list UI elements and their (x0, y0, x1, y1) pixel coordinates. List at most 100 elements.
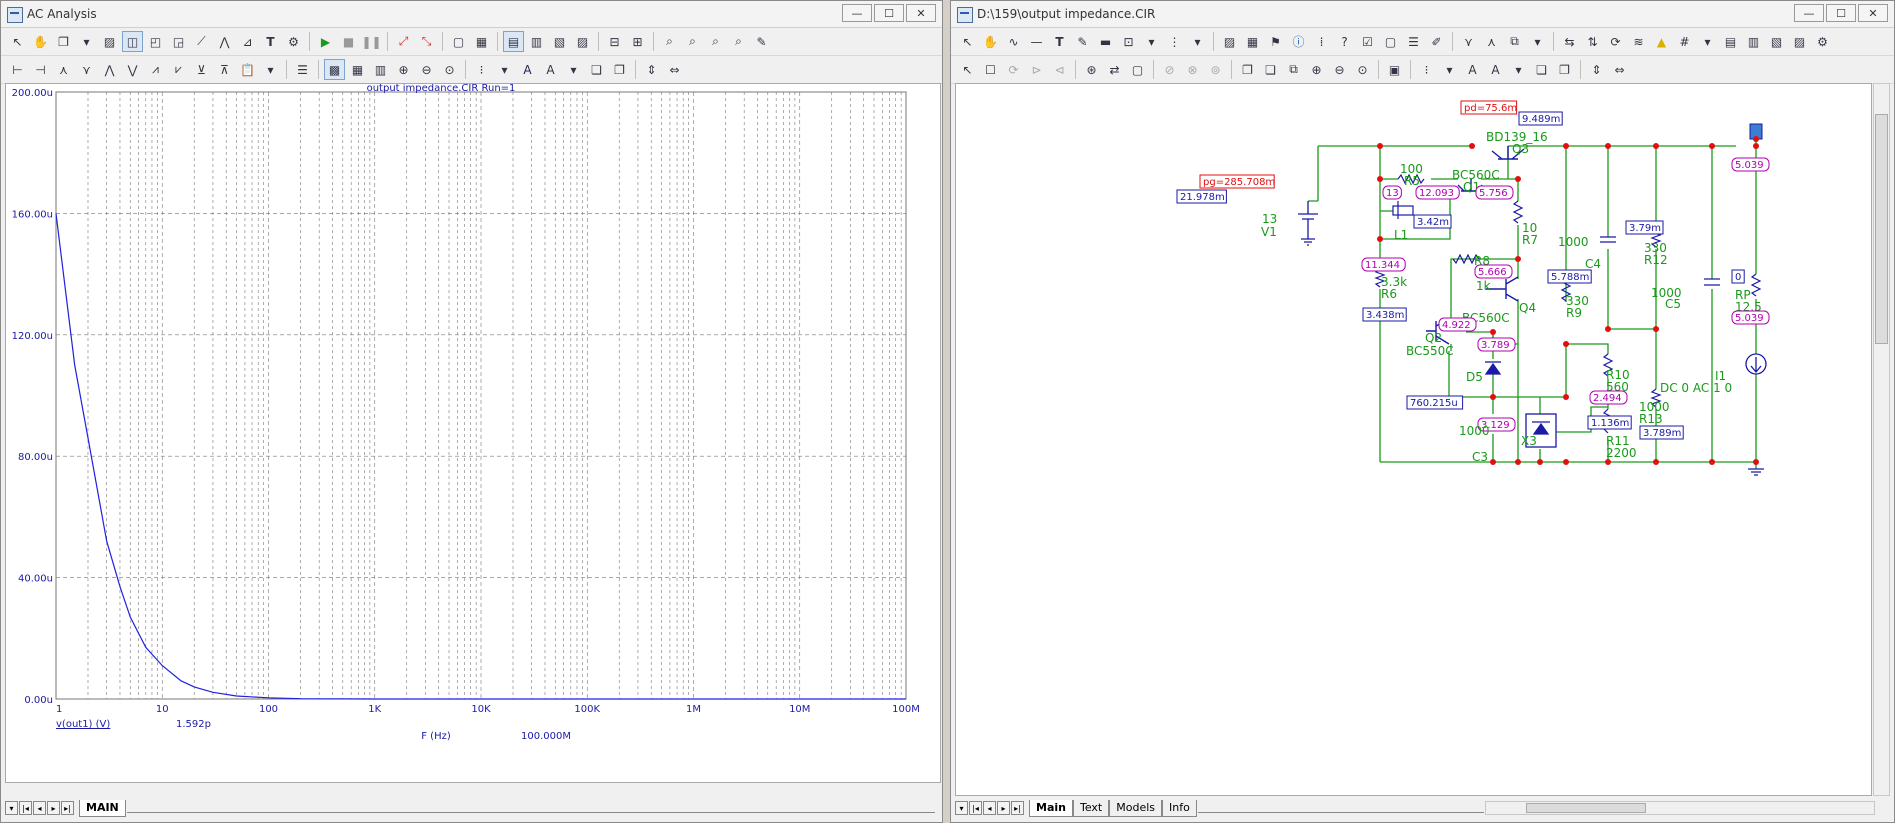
clipboard-dropdown-icon[interactable]: ▾ (267, 62, 274, 77)
settings-icon[interactable]: ✎ (756, 34, 767, 49)
font-dropdown-icon[interactable]: ▾ (1515, 62, 1522, 77)
transistor-symbols[interactable] (1426, 146, 1525, 345)
grid-icon[interactable]: ▦ (475, 34, 488, 49)
window-icon[interactable]: ▢ (452, 34, 465, 49)
flip-icon[interactable]: ⇅ (1587, 34, 1598, 49)
cursor-mode-9-icon[interactable]: ⊻ (197, 62, 206, 77)
trace-v-out1[interactable] (55, 213, 906, 700)
cursor-mode-1-icon[interactable]: ⊢ (12, 62, 23, 77)
auto-scale-icon[interactable]: ◲ (172, 34, 185, 49)
find-all-icon[interactable]: ⌕ (735, 34, 742, 48)
step-1-icon[interactable]: ⊳ (1031, 62, 1042, 77)
value-readout[interactable]: 12.093 (1419, 188, 1454, 199)
value-readout[interactable]: pg=285.708m (1203, 177, 1275, 188)
value-readout[interactable]: 9.489m (1522, 114, 1560, 125)
font-size-icon[interactable]: A (1491, 62, 1500, 77)
cancel-circle-icon[interactable]: ⊗ (1187, 62, 1198, 77)
prev-tab-icon[interactable]: ◂ (33, 801, 46, 815)
component-icon[interactable]: ⊡ (1123, 34, 1134, 49)
find-replace-icon[interactable]: ⇄ (1109, 62, 1120, 77)
current-source-i1-icon[interactable] (1745, 353, 1767, 375)
copy-icon[interactable]: ❐ (58, 34, 69, 49)
find-next-icon[interactable]: ⌕ (689, 34, 696, 48)
picture-icon[interactable]: ▨ (1223, 34, 1236, 49)
align-icon[interactable]: ⁝ (1424, 62, 1429, 77)
scale-icon[interactable]: ◫ (122, 31, 143, 52)
last-tab-icon[interactable]: ▸| (1011, 801, 1024, 815)
zoom-in-icon[interactable]: ⊕ (1311, 62, 1322, 77)
minimize-button[interactable]: — (842, 4, 872, 22)
duplicate-icon[interactable]: ⧉ (1289, 62, 1298, 76)
value-readout[interactable]: 21.978m (1180, 192, 1225, 203)
paste-icon[interactable]: ❏ (1265, 62, 1276, 77)
tab-main[interactable]: MAIN (79, 799, 126, 817)
properties-icon[interactable]: ⚙ (288, 34, 299, 49)
close-button[interactable]: ✕ (906, 4, 936, 22)
info-icon[interactable]: ⓘ (1292, 35, 1305, 49)
flip-horizontal-icon[interactable]: ⇔ (669, 62, 680, 77)
line-icon[interactable]: — (1030, 34, 1043, 49)
value-readout[interactable]: 3.438m (1366, 310, 1404, 321)
font-dropdown-icon[interactable]: ▾ (570, 62, 577, 77)
cursor-mode-6-icon[interactable]: ⋁ (127, 62, 138, 77)
stop-circle-icon[interactable]: ⊘ (1164, 62, 1175, 77)
value-readout[interactable]: 760.215u (1410, 398, 1458, 409)
flip-vertical-icon[interactable]: ⇕ (646, 62, 657, 77)
properties-icon[interactable]: ⚙ (1817, 34, 1828, 49)
check-icon[interactable]: ☑ (1362, 34, 1373, 49)
select-arrow-icon[interactable]: ↖ (962, 34, 973, 49)
group-icon[interactable]: ❏ (591, 62, 602, 77)
value-readout[interactable]: 5.788m (1551, 272, 1589, 283)
table-icon[interactable]: ▦ (1246, 34, 1259, 49)
zoom-window-icon[interactable]: ◰ (149, 34, 162, 49)
pause-icon[interactable]: ❚❚ (361, 34, 382, 49)
window-icon[interactable]: ▢ (1384, 34, 1397, 49)
horizontal-scrollbar[interactable] (1485, 801, 1875, 815)
warning-icon[interactable]: ▲ (1656, 34, 1667, 49)
pan-hand-icon[interactable]: ✋ (983, 34, 998, 49)
probe-dropdown-icon[interactable]: ▾ (1534, 34, 1541, 49)
zoom-fit-icon[interactable]: ⊙ (1357, 62, 1368, 77)
value-readout[interactable]: 13 (1386, 188, 1399, 199)
probe-3-icon[interactable]: ⧉ (1510, 34, 1519, 48)
layout-4-icon[interactable]: ▨ (576, 34, 589, 49)
box-icon[interactable]: ☐ (985, 62, 996, 77)
value-readout[interactable]: 4.922 (1442, 320, 1471, 331)
layout-3-icon[interactable]: ▧ (553, 34, 566, 49)
value-readout[interactable]: 11.344 (1365, 260, 1400, 271)
find-icon[interactable]: ⌕ (666, 34, 673, 48)
horizontal-scroll-thumb[interactable] (1526, 803, 1646, 813)
value-readout[interactable]: 5.666 (1478, 267, 1507, 278)
value-readout[interactable]: 3.79m (1629, 223, 1661, 234)
probe-2-icon[interactable]: ⋏ (1487, 34, 1496, 49)
cursor-mode-3-icon[interactable]: ⋏ (59, 62, 68, 77)
text-tool-icon[interactable]: T (1055, 34, 1064, 49)
ungroup-icon[interactable]: ❐ (614, 62, 625, 77)
clipboard-icon[interactable]: 📋 (240, 62, 255, 77)
value-readout[interactable]: 3.42m (1417, 217, 1449, 228)
next-tab-icon[interactable]: ▸ (997, 801, 1010, 815)
dropdown-icon[interactable]: ▾ (83, 34, 90, 49)
step-2-icon[interactable]: ⊲ (1054, 62, 1065, 77)
stop-icon[interactable]: ■ (342, 34, 355, 49)
zoom-out-icon[interactable]: ⊖ (1334, 62, 1345, 77)
select-arrow-icon[interactable]: ↖ (12, 34, 23, 49)
cursor-mode-4-icon[interactable]: ⋎ (82, 62, 91, 77)
align-icon[interactable]: ⁝ (479, 62, 484, 77)
pencil-icon[interactable]: ✎ (1077, 34, 1088, 49)
tab-menu-icon[interactable]: ▾ (955, 801, 968, 815)
value-readout[interactable]: pd=75.6m (1464, 103, 1517, 114)
diode-d5-icon[interactable] (1484, 361, 1502, 375)
grid-icon[interactable]: # (1679, 34, 1690, 49)
wire-icon[interactable]: ∿ (1008, 34, 1019, 49)
rotate-icon[interactable]: ⟳ (1610, 34, 1621, 49)
cursor-icon[interactable]: ↖ (962, 62, 973, 77)
cursor-mode-5-icon[interactable]: ⋀ (104, 62, 115, 77)
value-readout[interactable]: 5.756 (1479, 188, 1508, 199)
find-prev-icon[interactable]: ⌕ (712, 34, 719, 48)
inductor-l1-icon[interactable] (1392, 201, 1414, 219)
cursor-mode-8-icon[interactable]: ⩗ (175, 62, 182, 76)
run-icon[interactable]: ▶ (320, 34, 331, 49)
resistor-symbols[interactable] (1374, 173, 1762, 434)
